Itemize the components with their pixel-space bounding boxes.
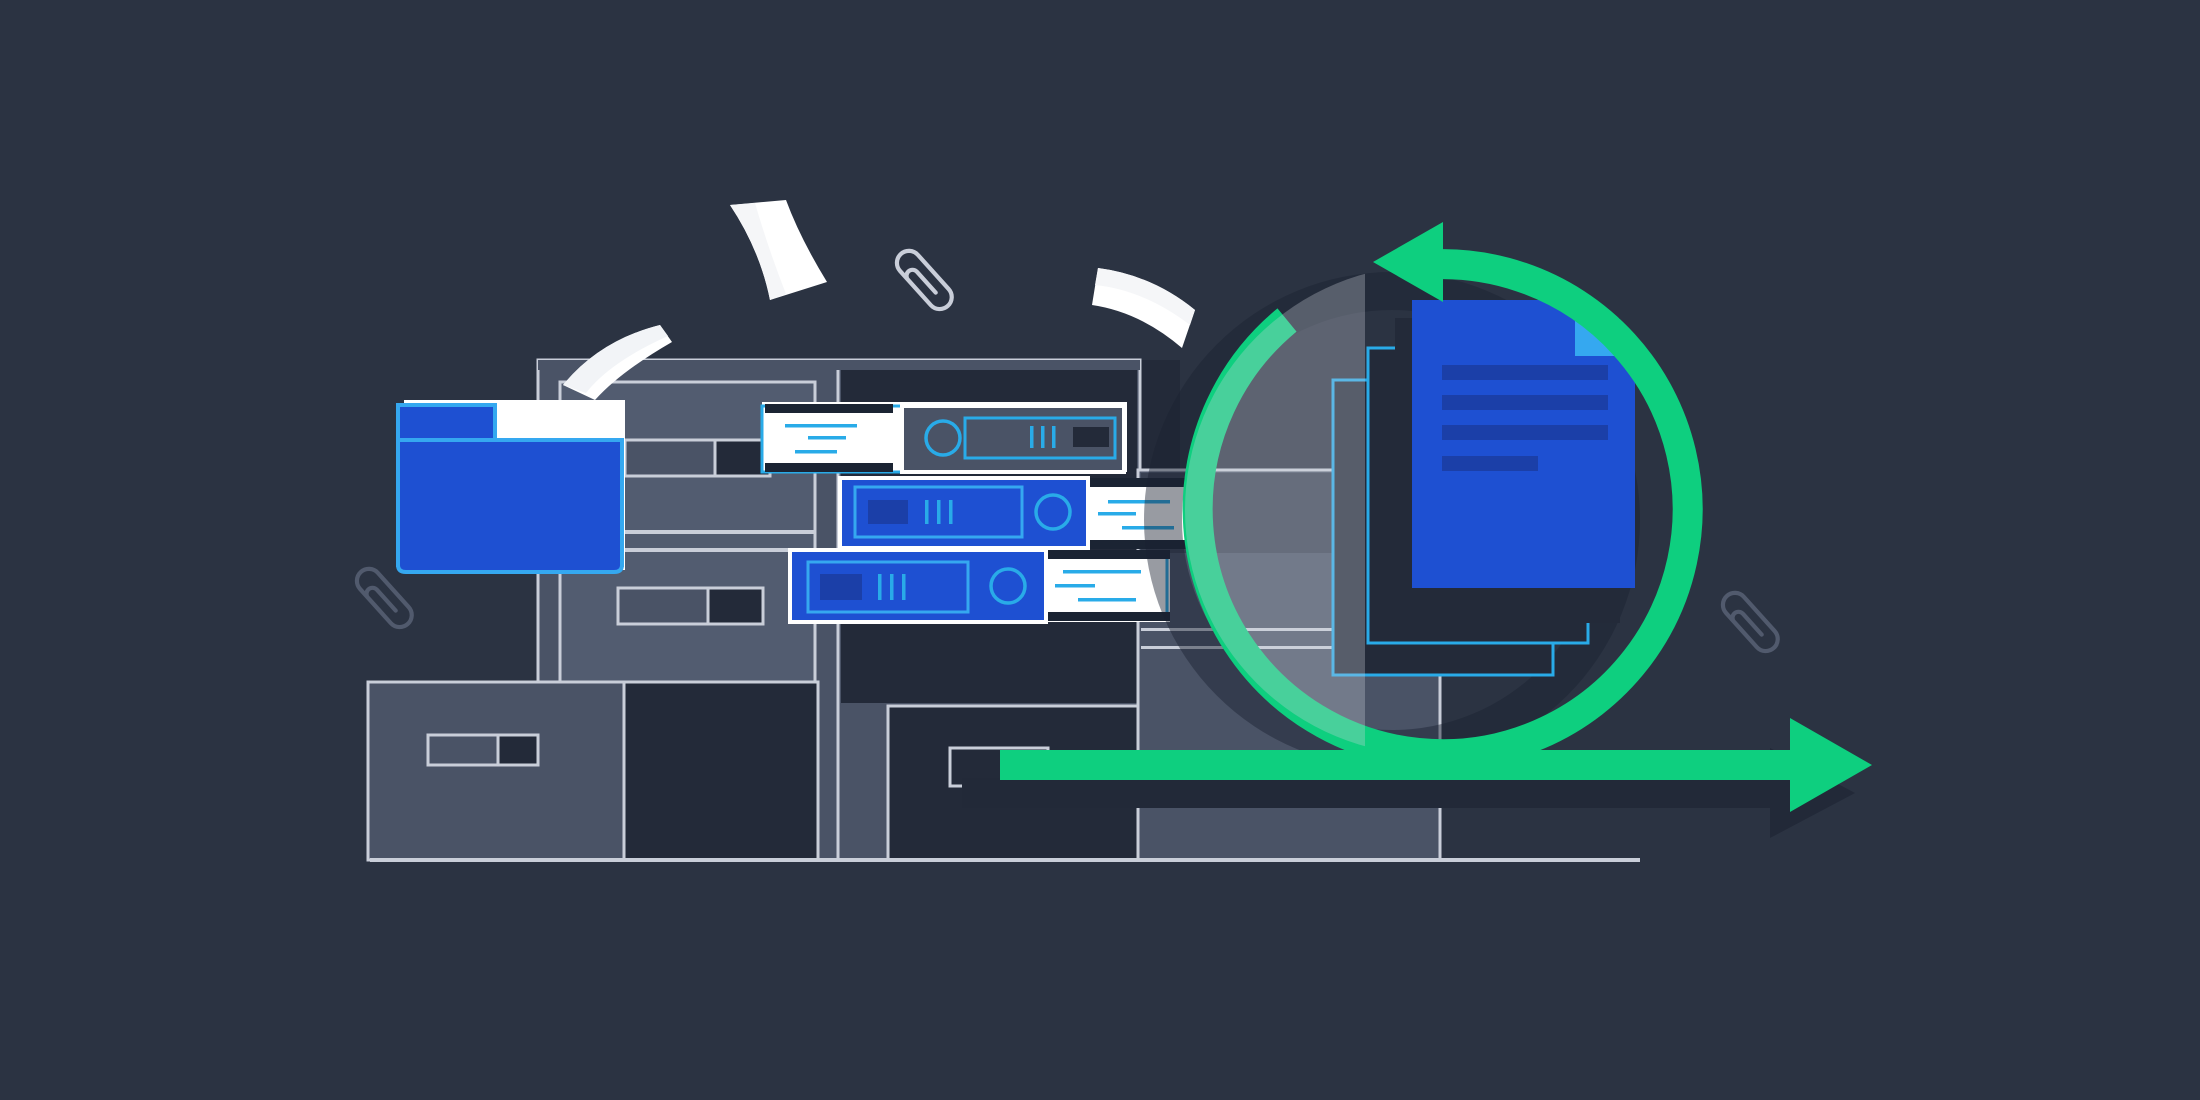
paper-top-right: [1092, 268, 1195, 348]
tag-cap-bottom: [765, 463, 893, 472]
vent-bars: [878, 574, 906, 600]
paper-cabinet-top: [563, 325, 672, 400]
server-drawer-bottom[interactable]: [788, 548, 1170, 624]
document-stack[interactable]: [1331, 300, 1635, 677]
tag-line: [808, 436, 846, 440]
drawer-handle[interactable]: [616, 586, 765, 626]
document-text-line: [1442, 365, 1608, 380]
forward-arrow-body: [1000, 718, 1872, 812]
tag-line: [795, 450, 837, 454]
server-drawer-top[interactable]: [760, 402, 1127, 474]
recycle-arrowhead-icon: [1373, 222, 1443, 302]
cabinet-divider: [1141, 646, 1437, 649]
dial-icon: [1034, 493, 1072, 531]
drawer-handle[interactable]: [623, 438, 772, 478]
server-drawer-middle[interactable]: [838, 476, 1203, 550]
document-front-page[interactable]: [1412, 300, 1635, 588]
folder[interactable]: [350, 400, 625, 574]
tag-line: [785, 424, 857, 428]
led-block: [820, 574, 862, 600]
forward-arrow: [962, 718, 1872, 838]
drawer-handle[interactable]: [426, 733, 540, 767]
ground-baseline: [370, 858, 1640, 862]
cabinet-drawer-bottom-left-dark: [622, 680, 820, 862]
cabinet-divider: [1141, 628, 1437, 631]
recycle-arrow: [1182, 222, 1703, 770]
led-block: [868, 500, 908, 524]
document-text-line: [1442, 456, 1538, 471]
vent-bars: [1030, 426, 1056, 448]
cabinet-divider: [560, 530, 815, 534]
recycle-arc: [1182, 249, 1703, 770]
cabinet-top-lip: [538, 360, 1140, 370]
led-block: [1073, 427, 1109, 447]
vent-bars: [925, 500, 953, 524]
cabinet-divider: [560, 548, 815, 552]
paper-top-left: [730, 200, 827, 300]
dial-icon: [989, 567, 1027, 605]
document-text-line: [1442, 425, 1608, 440]
document-text-line: [1442, 395, 1608, 410]
tag-cap-top: [765, 404, 893, 413]
dial-icon: [924, 419, 962, 457]
forward-arrow-shadow: [962, 748, 1855, 838]
